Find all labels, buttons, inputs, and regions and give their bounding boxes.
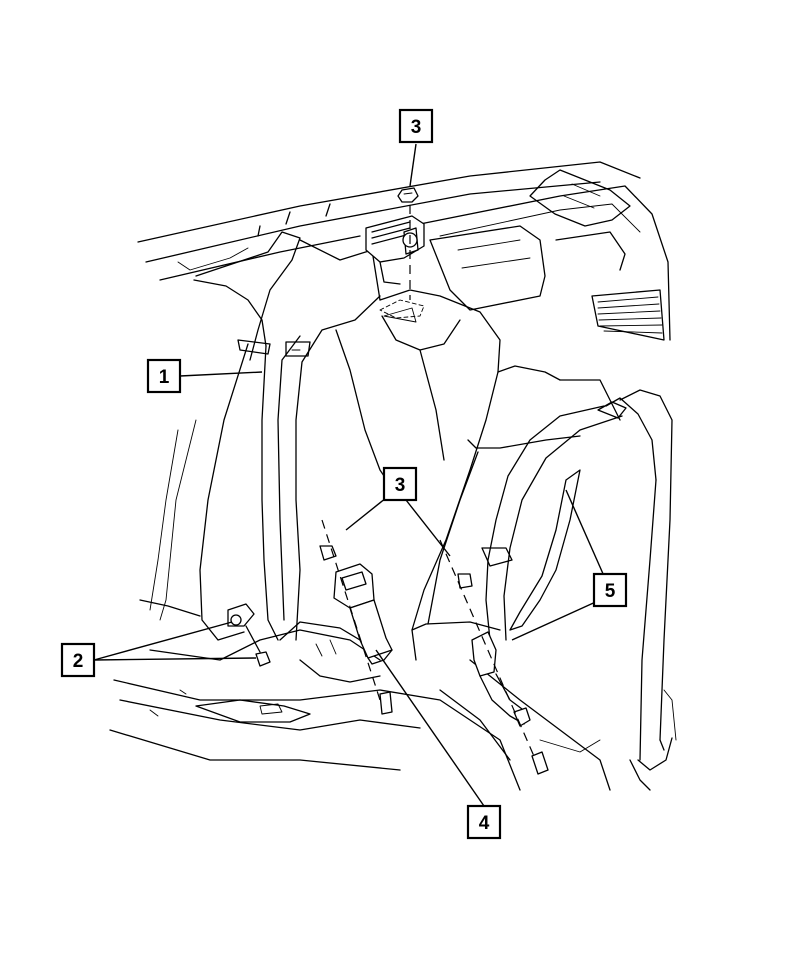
callout-4: 4: [466, 804, 502, 840]
left-seatback: [277, 239, 381, 641]
rear-deck-shelf: [137, 161, 671, 341]
center-seat-buckle: [319, 545, 393, 665]
callout-3-top: 3: [398, 108, 434, 144]
speaker-grille: [591, 289, 665, 341]
upper-anchor-plate: [379, 299, 425, 319]
leader-2: [93, 621, 233, 661]
leader-2b: [93, 657, 257, 661]
leader-5-upper: [565, 489, 605, 577]
quarter-trim-panel: [139, 231, 301, 641]
callout-label: 3: [395, 475, 406, 496]
leader-3b-right: [405, 499, 451, 557]
right-buckle-centerline: [439, 539, 541, 771]
callout-5: 5: [592, 572, 628, 608]
right-buckle-bolt: [531, 751, 549, 775]
callout-label: 5: [605, 581, 616, 602]
leader-1: [179, 371, 263, 377]
rear-seat-right: [411, 371, 677, 771]
leader-3a: [409, 143, 417, 187]
right-seat-buckle: [457, 573, 531, 727]
floor-pan: [109, 621, 651, 791]
callout-label: 2: [73, 651, 84, 672]
leader-4: [375, 649, 485, 807]
callout-1: 1: [146, 358, 182, 394]
center-buckle-bolt: [379, 691, 393, 715]
callout-label: 1: [159, 367, 170, 388]
callout-label: 3: [411, 117, 422, 138]
center-belt-retractor: [365, 215, 425, 285]
callout-label: 4: [479, 813, 490, 834]
center-buckle-centerline: [321, 519, 381, 701]
rear-seat-center: [335, 289, 561, 501]
callout-3-middle: 3: [382, 466, 418, 502]
callout-2: 2: [60, 642, 96, 678]
leader-3b-left: [345, 497, 387, 531]
upper-nut: [397, 187, 419, 203]
right-seat-belt-retractor: [481, 401, 627, 641]
leader-5-lower: [511, 599, 601, 641]
